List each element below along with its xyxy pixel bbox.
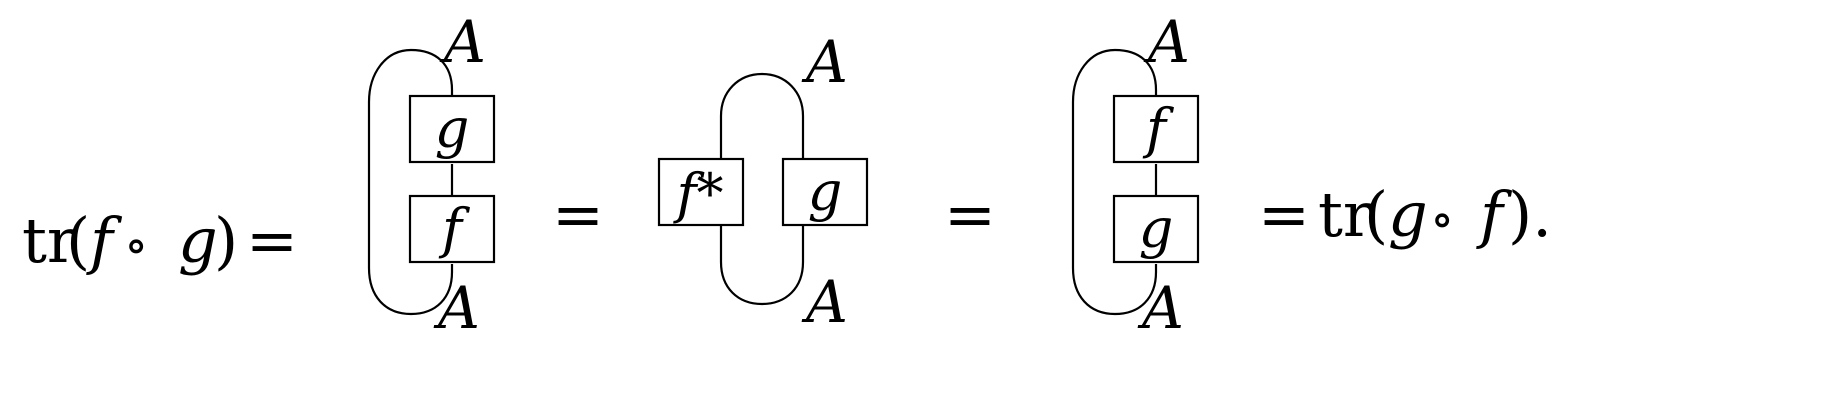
morphism-box-g: [408, 94, 496, 164]
compose-operator: ∘: [124, 216, 149, 274]
variable-g: g: [178, 204, 218, 277]
object-label-bottom: A: [1137, 274, 1184, 342]
string-diagram-3: f g A A: [1071, 8, 1200, 342]
equals-sign: =: [1258, 178, 1310, 251]
object-label-bottom: A: [801, 268, 848, 336]
equals-sign-2: =: [944, 178, 996, 251]
object-label-bottom: A: [433, 274, 480, 342]
variable-f: f: [86, 204, 123, 277]
object-label-top: A: [801, 28, 848, 96]
loop-wire: [367, 48, 454, 316]
open-paren: (: [1364, 178, 1388, 251]
equals-sign: =: [246, 204, 298, 277]
lhs-expression: tr ( f ∘ g ) =: [22, 204, 298, 277]
morphism-box-f-star: [657, 157, 745, 227]
variable-g: g: [1388, 178, 1428, 251]
trace-operator: tr: [1318, 178, 1373, 251]
morphism-box-f: [1112, 94, 1200, 164]
loop-wire: [1071, 48, 1158, 316]
string-diagram-2: f* g A A: [657, 28, 869, 336]
trace-operator: tr: [22, 204, 77, 277]
string-diagram-1: g f A A: [367, 8, 496, 342]
rhs-expression: = tr ( g ∘ f ).: [1258, 178, 1552, 251]
object-label-top: A: [1143, 8, 1190, 76]
morphism-box-f: [408, 194, 496, 264]
box-label-g: g: [808, 160, 843, 223]
open-paren: (: [66, 204, 90, 277]
equals-sign-1: =: [552, 178, 604, 251]
compose-operator: ∘: [1430, 190, 1455, 248]
box-label-f-star: f*: [673, 162, 724, 225]
close-paren: ): [214, 204, 238, 277]
morphism-box-g: [781, 157, 869, 227]
box-label-g: g: [435, 97, 470, 160]
object-label-top: A: [439, 8, 486, 76]
box-label-g: g: [1139, 197, 1174, 260]
cup-wire: [719, 226, 805, 306]
cap-wire: [719, 72, 805, 158]
morphism-box-g: [1112, 194, 1200, 264]
close-paren-period: ).: [1508, 178, 1552, 251]
